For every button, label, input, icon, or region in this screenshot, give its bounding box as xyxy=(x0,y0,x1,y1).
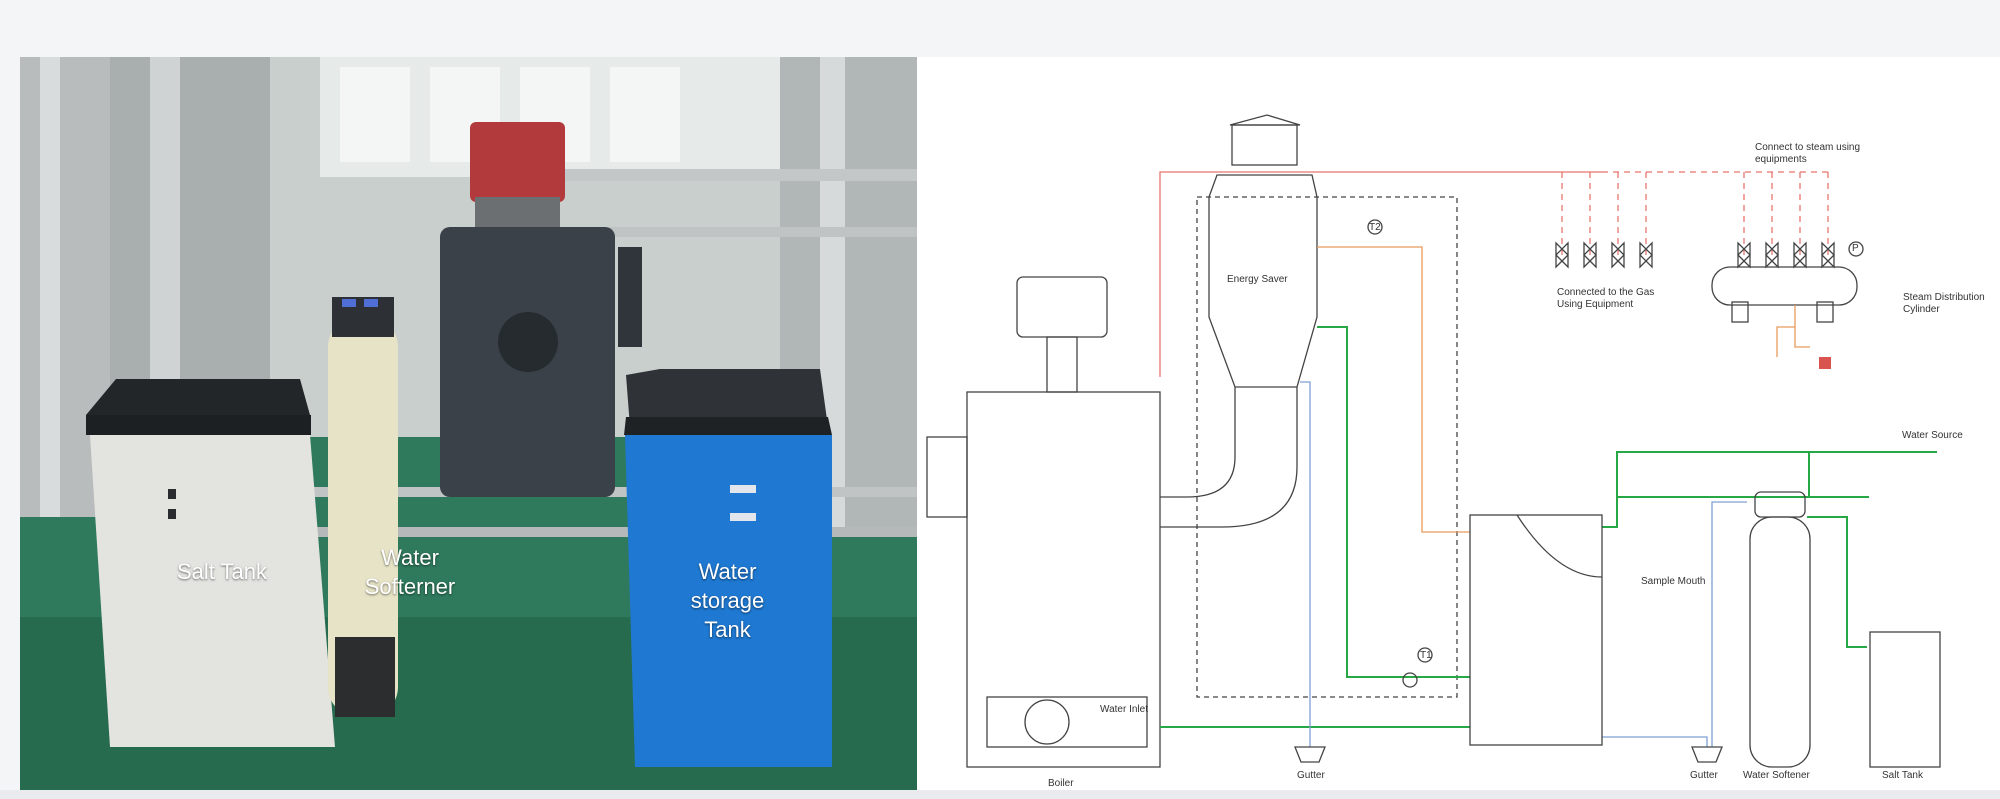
water-storage-label-line2: storage xyxy=(690,588,765,613)
process-diagram-drawing xyxy=(926,114,1941,768)
boiler-shape xyxy=(926,276,1161,768)
p-label: P xyxy=(1852,243,1859,254)
water-softener-shape xyxy=(1749,491,1811,768)
t1-label: T1 xyxy=(1420,650,1432,661)
t1-gauge-icon xyxy=(1417,647,1433,663)
gas-equipment-label: Connected to the Gas Using Equipment xyxy=(1557,287,1654,311)
gutter-left-label: Gutter xyxy=(1297,770,1325,781)
t2-label: T2 xyxy=(1369,222,1381,233)
water-softener-label: Water Softerner xyxy=(350,543,470,601)
steam-lines xyxy=(1159,171,1832,377)
water-storage-tank-label: Water storage Tank xyxy=(660,557,795,644)
energy-saver-label: Energy Saver xyxy=(1227,274,1288,285)
t2-gauge-icon xyxy=(1367,219,1383,235)
equipment-photo-illustration xyxy=(20,57,917,790)
water-softener-label-line2: Softerner xyxy=(364,574,456,599)
connect-steam-label-line2: equipments xyxy=(1755,154,1807,165)
gutter-right-label: Gutter xyxy=(1690,770,1718,781)
feed-water-lines xyxy=(1160,326,1937,728)
equipment-photo: Salt Tank Water Softerner Water storage … xyxy=(20,57,917,790)
pump-icon xyxy=(1402,672,1418,688)
energy-saver-enclosure xyxy=(1196,196,1458,698)
soft-water-tank xyxy=(1469,514,1603,746)
water-storage-label-line1: Water xyxy=(698,559,757,584)
boiler-label: Boiler xyxy=(1048,778,1074,789)
connect-steam-label: Connect to steam using equipments xyxy=(1755,142,1860,166)
salt-tank-label-text: Salt Tank xyxy=(176,559,268,584)
salt-tank-shape xyxy=(1869,631,1941,768)
drain-lines xyxy=(1300,381,1747,747)
soft-water-tank-float xyxy=(1516,514,1603,578)
salt-tank-label: Salt Tank xyxy=(152,557,292,586)
connect-steam-label-line1: Connect to steam using xyxy=(1755,142,1861,153)
steam-distribution-label: Steam Distribution Cylinder xyxy=(1903,292,1985,316)
salt-tank-label: Salt Tank xyxy=(1882,770,1923,781)
water-inlet-label: Water Inlet xyxy=(1100,704,1148,715)
water-softener-label: Water Softener xyxy=(1743,770,1810,781)
hot-water-line xyxy=(1317,246,1470,533)
gutter-right-icon xyxy=(1691,746,1723,763)
cylinder-drain-line xyxy=(1776,305,1810,357)
gas-equipment-label-line1: Connected to the Gas xyxy=(1557,287,1655,298)
bottom-strip xyxy=(0,790,2000,799)
gas-equipment-valves xyxy=(1555,241,1653,269)
steam-distribution-cylinder xyxy=(1711,241,1864,323)
gutter-left-icon xyxy=(1294,746,1326,763)
steam-distribution-label-line1: Steam Distribution xyxy=(1903,292,1985,303)
process-diagram: Energy Saver T2 T1 P Connect to steam us… xyxy=(917,57,2000,790)
sample-mouth-label: Sample Mouth xyxy=(1641,576,1706,587)
drain-trap xyxy=(1819,357,1831,369)
water-storage-label-line3: Tank xyxy=(704,617,751,642)
energy-saver-shape xyxy=(1160,114,1318,528)
water-source-label: Water Source xyxy=(1902,430,1963,441)
steam-distribution-label-line2: Cylinder xyxy=(1903,304,1940,315)
water-softener-label-line1: Water xyxy=(381,545,439,570)
gas-equipment-label-line2: Using Equipment xyxy=(1557,299,1634,310)
